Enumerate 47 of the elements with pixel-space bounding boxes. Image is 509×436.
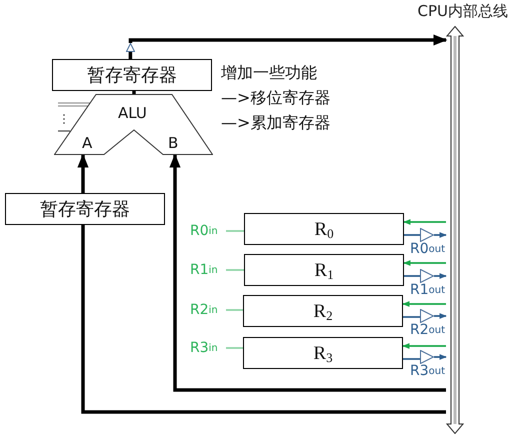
register-name: 暂存寄存器 [87,66,177,84]
connector-line [81,225,446,414]
connector-line [226,269,244,271]
note-text: —>移位寄存器 [221,90,330,106]
arrow [434,273,447,279]
register-box [244,213,404,245]
arrow [434,232,447,238]
buffer-triangle [126,43,135,52]
alu-trapezoid [54,94,213,155]
register-name: R$_{3}$ [313,344,333,362]
register-box [5,193,165,225]
arrow [128,34,448,46]
connector-line [404,234,420,236]
buffer-triangle [420,228,434,242]
arrow [402,301,446,307]
connector-line [132,91,136,94]
register-name: R$_{2}$ [313,302,333,320]
note-text: —>累加寄存器 [221,115,330,131]
connector-line [226,347,243,349]
register-name: R$_{0}$ [314,220,334,238]
alu-input-label: B [168,136,178,151]
connector-line [226,230,244,232]
note-text: 增加一些功能 [221,65,317,81]
connector-line [226,309,243,311]
connector-line [404,275,420,277]
register-box [243,337,403,369]
arrow [403,260,446,266]
arrow [77,154,89,193]
arrow [402,343,446,349]
buffer-triangle [420,309,434,323]
register-box [52,59,212,91]
connector-line [128,52,132,59]
buffer-triangle [420,350,434,364]
register-box [243,295,403,327]
alu-label: ALU [118,106,147,121]
arrow [403,219,446,225]
connector-line [403,358,420,360]
connector-line [403,316,420,318]
register-box [244,254,404,286]
bus-title: CPU内部总线 [418,4,508,19]
arrow [434,313,447,319]
register-name: R$_{1}$ [314,260,334,280]
arrow [169,154,446,392]
arrow [434,354,447,360]
alu-input-label: A [82,136,92,151]
buffer-triangle [420,269,434,283]
register-name: 暂存寄存器 [40,200,130,218]
